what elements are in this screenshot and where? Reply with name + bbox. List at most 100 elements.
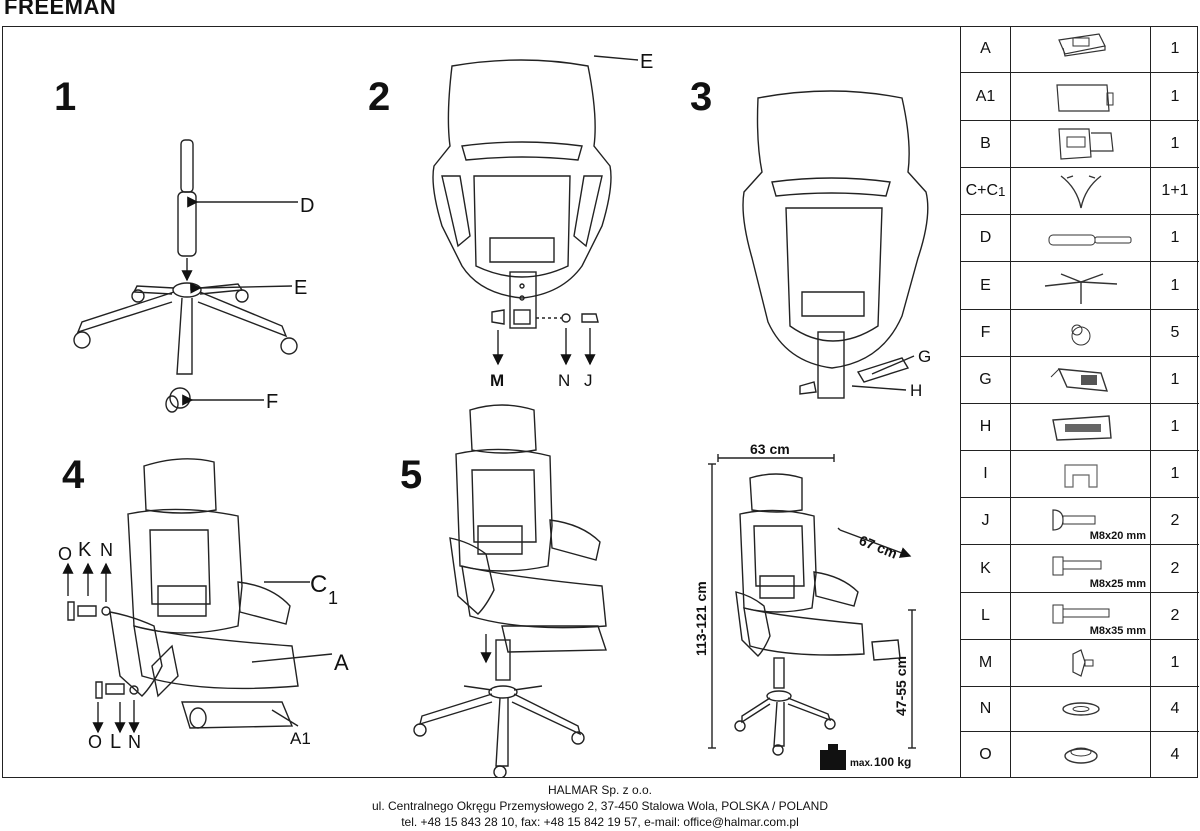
footrest-icon bbox=[1011, 73, 1151, 120]
step3-backrest-drawing bbox=[742, 90, 929, 399]
parts-row-k: K M8x25 mm 2 bbox=[961, 545, 1199, 593]
step2-backrest-drawing bbox=[432, 55, 639, 366]
step5-chair-drawing bbox=[413, 404, 607, 779]
parts-row-b: B 1 bbox=[961, 121, 1199, 168]
cap-icon bbox=[1011, 451, 1151, 497]
dimension-seat-height: 47-55 cm bbox=[893, 656, 909, 716]
footer-company: HALMAR Sp. z o.o. bbox=[547, 783, 653, 797]
max-load-value: 100 kg bbox=[874, 755, 911, 769]
assembly-illustrations: 1 2 3 4 5 D E F E M N J G H O K N C 1 A … bbox=[2, 26, 960, 779]
bolt-spec: M8x35 mm bbox=[1089, 625, 1146, 637]
part-quantity: 1 bbox=[1170, 465, 1180, 482]
bolt-icon: M8x35 mm bbox=[1011, 593, 1151, 639]
bolt-spec: M8x20 mm bbox=[1089, 530, 1146, 542]
part-quantity: 5 bbox=[1170, 324, 1180, 341]
dimension-height: 113-121 cm bbox=[693, 581, 709, 656]
parts-row-g: G 1 bbox=[961, 357, 1199, 404]
bolt-icon: M8x20 mm bbox=[1011, 498, 1151, 544]
part-code: G bbox=[961, 357, 1011, 403]
tilt-mechanism-icon bbox=[1011, 357, 1151, 403]
star-base-icon bbox=[1011, 262, 1151, 309]
dimension-chair-drawing bbox=[708, 454, 916, 756]
spring-washer-icon bbox=[1011, 687, 1151, 731]
parts-row-m: M 1 bbox=[961, 640, 1199, 687]
part-code: M bbox=[961, 640, 1011, 686]
label-h-step3: H bbox=[910, 381, 922, 400]
label-a1-step4: A1 bbox=[290, 729, 311, 748]
flat-washer-icon bbox=[1011, 732, 1151, 778]
label-n-step2: N bbox=[558, 371, 570, 390]
backrest-mechanism-icon bbox=[1011, 121, 1151, 167]
part-quantity: 1 bbox=[1170, 418, 1180, 435]
label-c1-sub-step4: 1 bbox=[328, 588, 338, 608]
part-code: O bbox=[961, 732, 1011, 778]
parts-row-d: D 1 bbox=[961, 215, 1199, 262]
dimension-width: 63 cm bbox=[750, 441, 790, 457]
gas-lift-icon bbox=[1011, 215, 1151, 261]
dimension-depth: 67 cm bbox=[857, 532, 900, 562]
label-c1-step4: C bbox=[310, 571, 327, 598]
footer-address: ul. Centralnego Okręgu Przemysłowego 2, … bbox=[371, 799, 828, 813]
part-code: I bbox=[961, 451, 1011, 497]
label-m-step2: M bbox=[490, 371, 504, 390]
assembly-drawing: 1 2 3 4 5 D E F E M N J G H O K N C 1 A … bbox=[54, 51, 931, 779]
max-weight-icon bbox=[820, 744, 846, 770]
parts-row-j: J M8x20 mm 2 bbox=[961, 498, 1199, 545]
label-j-step2: J bbox=[584, 371, 593, 390]
step-number-2: 2 bbox=[368, 75, 390, 119]
part-quantity: 4 bbox=[1170, 746, 1180, 763]
part-quantity: 2 bbox=[1170, 559, 1180, 577]
label-o-top-step4: O bbox=[58, 544, 72, 564]
step-number-5: 5 bbox=[400, 453, 422, 497]
part-quantity: 1 bbox=[1170, 135, 1180, 152]
part-code-subscript: 1 bbox=[998, 183, 1006, 199]
parts-row-h: H 1 bbox=[961, 404, 1199, 451]
parts-row-o: O 4 bbox=[961, 732, 1199, 778]
caster-wheel-icon bbox=[1011, 310, 1151, 356]
part-quantity: 1 bbox=[1170, 276, 1180, 294]
step-number-4: 4 bbox=[62, 453, 85, 497]
part-code: H bbox=[961, 404, 1011, 450]
parts-row-a1: A1 1 bbox=[961, 73, 1199, 121]
part-code: K bbox=[961, 545, 1011, 592]
step4-seat-drawing bbox=[62, 458, 333, 734]
label-e-step1: E bbox=[294, 277, 307, 299]
part-quantity: 1 bbox=[1170, 371, 1180, 388]
label-n-top-step4: N bbox=[100, 540, 113, 560]
part-code: E bbox=[961, 262, 1011, 309]
parts-row-a: A 1 bbox=[961, 26, 1199, 73]
company-footer: HALMAR Sp. z o.o. ul. Centralnego Okręgu… bbox=[0, 782, 1200, 830]
step-number-1: 1 bbox=[54, 75, 76, 119]
armrest-pair-icon bbox=[1011, 168, 1151, 214]
document-title: FREEMAN bbox=[4, 0, 117, 19]
part-code: D bbox=[961, 215, 1011, 261]
step1-base-drawing bbox=[73, 139, 298, 413]
parts-row-f: F 5 bbox=[961, 310, 1199, 357]
max-load-label: max. bbox=[850, 758, 873, 769]
parts-row-e: E 1 bbox=[961, 262, 1199, 310]
part-quantity: 1 bbox=[1170, 229, 1180, 246]
part-quantity: 1+1 bbox=[1161, 182, 1189, 199]
label-d-step1: D bbox=[300, 195, 314, 217]
label-n-bottom-step4: N bbox=[128, 732, 141, 752]
part-code: N bbox=[961, 687, 1011, 731]
part-code: A bbox=[961, 26, 1011, 72]
label-k-step4: K bbox=[78, 539, 92, 561]
parts-row-i: I 1 bbox=[961, 451, 1199, 498]
label-l-step4: L bbox=[110, 731, 121, 753]
bolt-icon: M8x25 mm bbox=[1011, 545, 1151, 592]
label-a-step4: A bbox=[334, 650, 349, 675]
part-quantity: 4 bbox=[1170, 700, 1180, 717]
parts-row-l: L M8x35 mm 2 bbox=[961, 593, 1199, 640]
part-quantity: 2 bbox=[1170, 512, 1180, 529]
footer-contact: tel. +48 15 843 28 10, fax: +48 15 842 1… bbox=[401, 815, 799, 829]
part-quantity: 1 bbox=[1170, 87, 1180, 105]
part-code: L bbox=[961, 593, 1011, 639]
part-code: A1 bbox=[961, 73, 1011, 120]
part-code: F bbox=[961, 310, 1011, 356]
parts-row-n: N 4 bbox=[961, 687, 1199, 732]
step-number-3: 3 bbox=[690, 75, 712, 119]
